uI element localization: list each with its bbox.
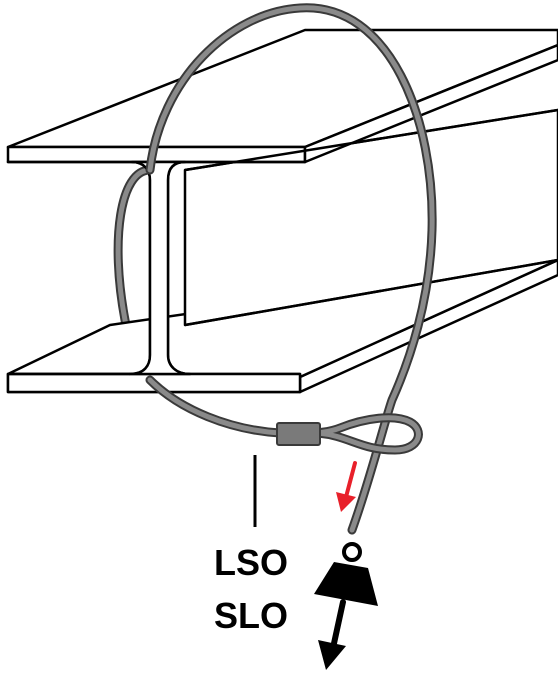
i-beam (6, 28, 558, 394)
weight-icon (314, 542, 378, 606)
red-arrow-icon (336, 461, 357, 512)
label-slo: SLO (214, 595, 289, 636)
label-lso: LSO (214, 542, 289, 583)
web-top-line (184, 108, 558, 172)
upper-flange-right (303, 43, 558, 164)
downward-arrow-icon (318, 599, 346, 670)
ferrule (276, 422, 321, 446)
web-bottom-line (184, 258, 558, 327)
cable-front (145, 3, 437, 535)
